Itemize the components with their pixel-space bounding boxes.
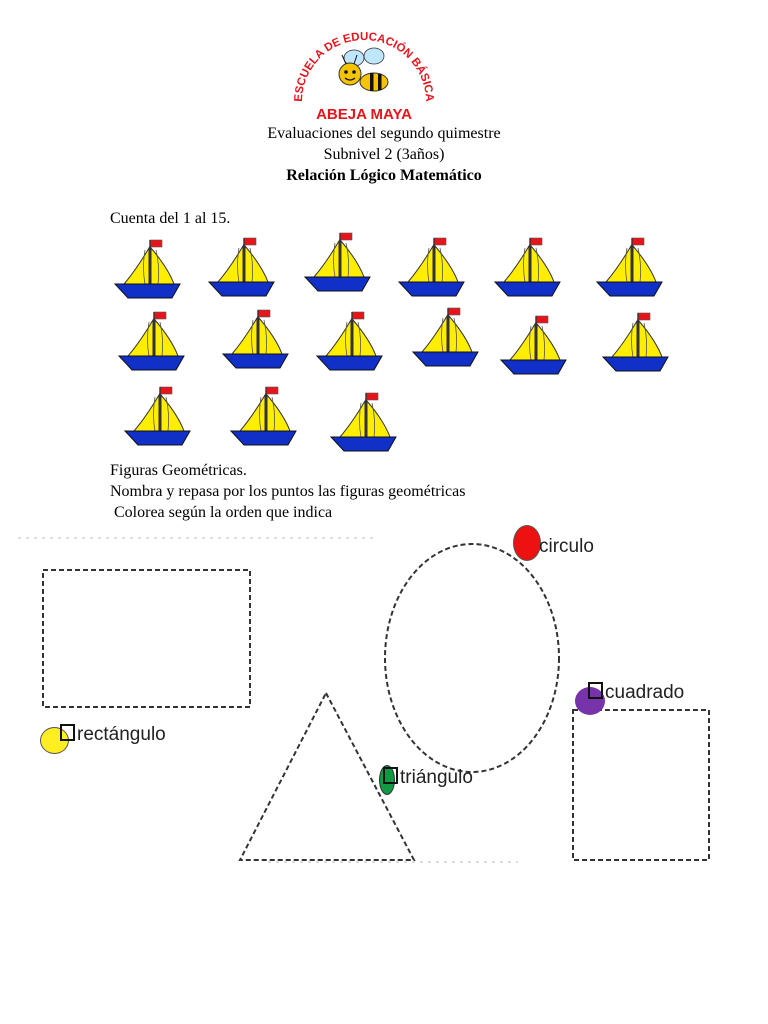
geometry-instruction-color: Colorea según la orden que indica bbox=[110, 504, 333, 521]
sailboat-icon bbox=[206, 234, 276, 302]
dotted-triangle bbox=[238, 690, 416, 861]
circle-color-dot bbox=[513, 525, 541, 561]
triangle-label-text: triángulo bbox=[400, 767, 473, 788]
rectangle-label-text: rectángulo bbox=[77, 724, 166, 745]
square-label: cuadrado bbox=[588, 682, 684, 704]
rectangle-label: rectángulo bbox=[60, 724, 166, 746]
sailboat-icon bbox=[410, 304, 480, 372]
square-checkbox bbox=[588, 682, 603, 699]
rectangle-checkbox bbox=[60, 724, 75, 741]
sailboat-icon bbox=[498, 312, 568, 380]
logo-name: ABEJA MAYA bbox=[316, 106, 412, 123]
dotted-rectangle bbox=[42, 569, 251, 708]
geometry-instruction-trace: Nombra y repasa por los puntos las figur… bbox=[110, 483, 466, 500]
triangle-checkbox bbox=[383, 767, 398, 784]
dotted-square bbox=[572, 709, 710, 861]
square-color-dot bbox=[575, 687, 605, 715]
logo-emblem: ESCUELA DE EDUCACIÓN BÁSICA ABEJA MAYA bbox=[293, 31, 435, 123]
sailboat-icon bbox=[112, 236, 182, 304]
circle-label: circulo bbox=[539, 536, 594, 558]
sailboat-icon bbox=[594, 234, 664, 302]
sailboat-icon bbox=[302, 229, 372, 297]
sailboat-icon bbox=[220, 306, 290, 374]
evaluation-title: Evaluaciones del segundo quimestre bbox=[267, 125, 501, 142]
logo-arc-text: ESCUELA DE EDUCACIÓN BÁSICA bbox=[293, 31, 435, 102]
school-logo: ESCUELA DE EDUCACIÓN BÁSICA ABEJA MAYA bbox=[284, 22, 444, 124]
sailboat-icon bbox=[122, 383, 192, 451]
subject-title: Relación Lógico Matemático bbox=[286, 167, 482, 184]
counting-instruction: Cuenta del 1 al 15. bbox=[110, 210, 231, 227]
sailboat-icon bbox=[314, 308, 384, 376]
sailboat-icon bbox=[600, 309, 670, 377]
shapes-worksheet bbox=[18, 537, 710, 863]
dotted-circle bbox=[384, 543, 560, 773]
circle-label-text: circulo bbox=[539, 536, 594, 557]
sailboat-icon bbox=[116, 308, 186, 376]
sailboat-icon bbox=[396, 234, 466, 302]
sailboat-icon bbox=[492, 234, 562, 302]
sailboat-icon bbox=[328, 389, 398, 457]
square-label-text: cuadrado bbox=[605, 682, 685, 703]
sailboat-icon bbox=[228, 383, 298, 451]
sublevel-label: Subnivel 2 (3años) bbox=[323, 146, 445, 163]
geometry-title: Figuras Geométricas. bbox=[110, 462, 247, 479]
bee-icon bbox=[338, 47, 389, 92]
triangle-label: triángulo bbox=[383, 767, 473, 789]
